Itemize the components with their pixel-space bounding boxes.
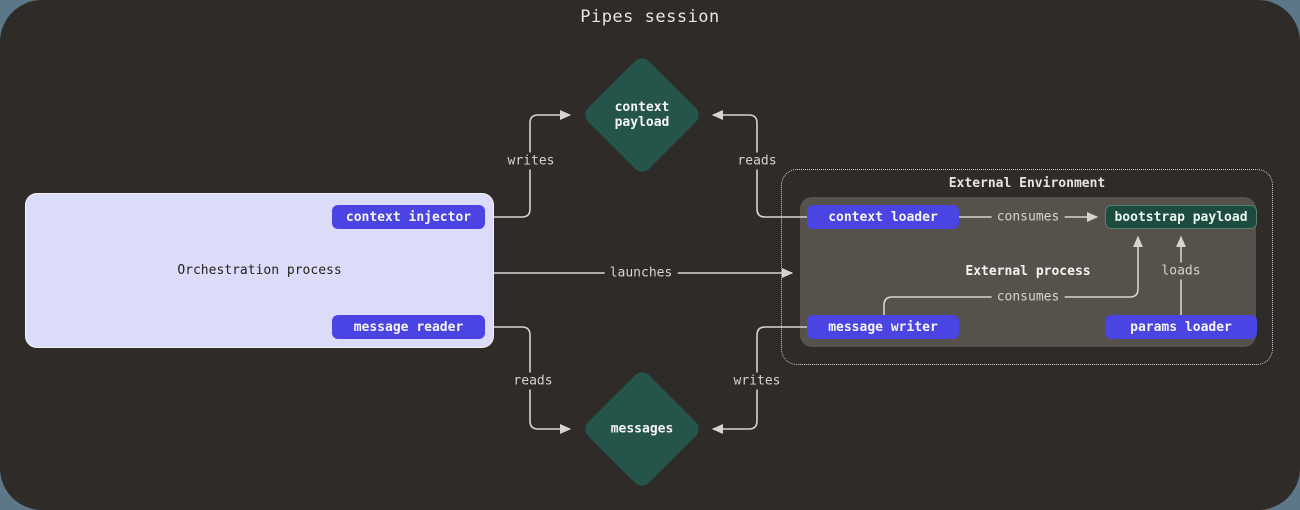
- context-loader-node: context loader: [807, 205, 959, 229]
- edge-label-writes-bottom: writes: [728, 372, 786, 390]
- orchestration-process-label: Orchestration process: [177, 263, 342, 278]
- external-environment-label: External Environment: [948, 176, 1106, 191]
- messages-label: messages: [610, 421, 674, 437]
- diagram-title: Pipes session: [580, 7, 720, 27]
- params-loader-node: params loader: [1105, 315, 1257, 339]
- message-writer-node: message writer: [807, 315, 959, 339]
- edge-label-reads-bottom: reads: [508, 372, 558, 390]
- edge-label-loads: loads: [1156, 262, 1206, 280]
- edge-label-writes-top: writes: [502, 152, 560, 170]
- edge-label-consumes-writer: consumes: [991, 288, 1065, 306]
- context-injector-node: context injector: [332, 205, 485, 229]
- edge-label-launches: launches: [604, 264, 678, 282]
- bootstrap-payload-node: bootstrap payload: [1105, 205, 1257, 229]
- message-reader-node: message reader: [332, 315, 485, 339]
- edge-label-reads-top: reads: [732, 152, 782, 170]
- edge-label-consumes-loader: consumes: [991, 208, 1065, 226]
- external-environment-box: [781, 169, 1273, 365]
- context-payload-label: context payload: [614, 100, 670, 130]
